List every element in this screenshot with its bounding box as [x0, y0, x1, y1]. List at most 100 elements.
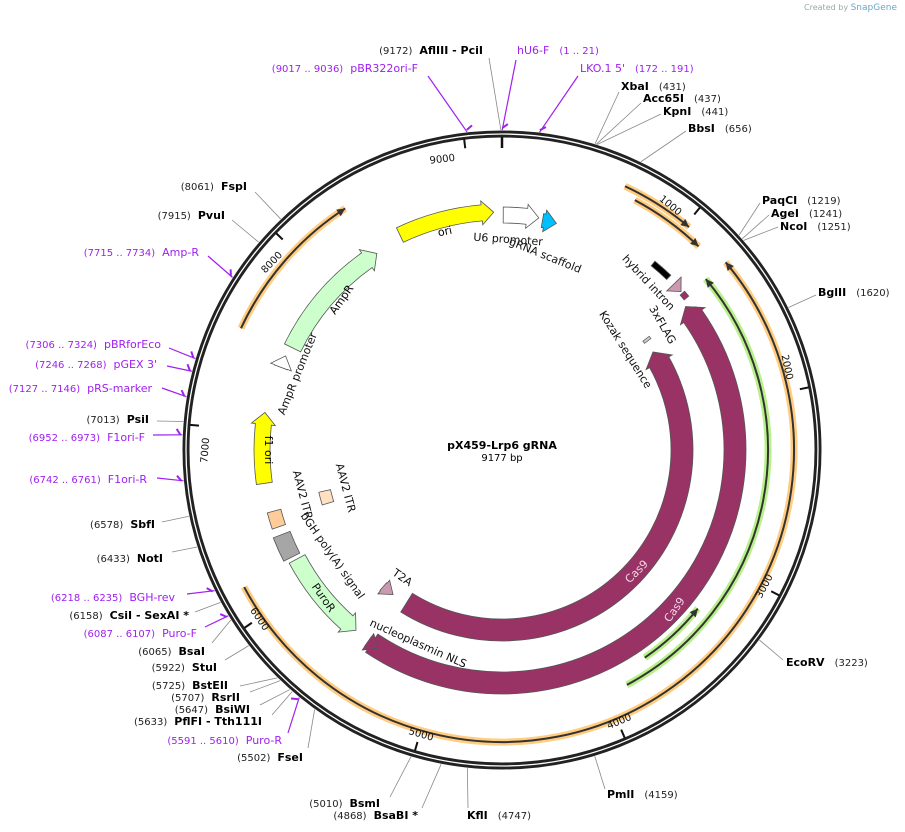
enzyme-site-acc65i[interactable]: Acc65I(437): [596, 92, 721, 145]
site-label[interactable]: (7306 .. 7324)pBRforEco: [26, 338, 162, 351]
site-label[interactable]: (5725)BstEII: [152, 679, 228, 692]
site-label[interactable]: (7246 .. 7268)pGEX 3': [35, 358, 157, 371]
site-label[interactable]: (6065)BsaI: [138, 645, 205, 658]
site-label[interactable]: hU6-F(1 .. 21): [517, 44, 599, 57]
enzyme-site-bsai[interactable]: (6065)BsaI: [138, 619, 232, 658]
enzyme-site-psii[interactable]: (7013)PsiI: [86, 413, 184, 426]
enzyme-site-pmli[interactable]: PmlI(4159): [594, 756, 678, 801]
enzyme-site-bglii[interactable]: BglII(1620): [788, 286, 890, 308]
feature-puror[interactable]: PuroR: [288, 554, 357, 633]
primer-f1ori-f[interactable]: (6952 .. 6973)F1ori-F: [29, 428, 183, 444]
site-label[interactable]: PmlI(4159): [607, 788, 678, 801]
primer-pgex-3[interactable]: (7246 .. 7268)pGEX 3': [35, 358, 192, 372]
site-label[interactable]: NcoI(1251): [780, 220, 851, 233]
site-label[interactable]: (7013)PsiI: [86, 413, 149, 426]
enzyme-site-bsabi[interactable]: (4868)BsaBI *: [333, 763, 442, 822]
feature-arrow[interactable]: [283, 248, 378, 353]
enzyme-site-agei[interactable]: AgeI(1241): [742, 207, 842, 240]
feature-hybrid-intron[interactable]: hybrid intron: [619, 252, 677, 313]
site-label[interactable]: Acc65I(437): [643, 92, 721, 105]
feature-arrow[interactable]: [642, 335, 652, 344]
site-label[interactable]: (9017 .. 9036)pBR322ori-F: [272, 62, 418, 75]
feature-arrow[interactable]: [288, 554, 357, 633]
primer-hu6-f[interactable]: hU6-F(1 .. 21): [501, 44, 599, 131]
site-label[interactable]: EcoRV(3223): [786, 656, 868, 669]
feature-arrow[interactable]: [395, 199, 495, 243]
feature-arrow[interactable]: [377, 579, 394, 595]
feature-cas9-inner[interactable]: Cas9: [400, 351, 694, 642]
site-label[interactable]: BbsI(656): [688, 122, 752, 135]
feature-f1-ori[interactable]: f1 ori: [250, 411, 277, 485]
enzyme-site-rsrii[interactable]: (5707)RsrII: [171, 680, 281, 704]
feature-arrow[interactable]: [540, 209, 557, 233]
primer-amp-r[interactable]: (7715 .. 7734)Amp-R: [84, 246, 233, 278]
site-label[interactable]: (5502)FseI: [237, 751, 303, 764]
primer-lko-1-5[interactable]: LKO.1 5'(172 .. 191): [539, 62, 694, 133]
feature-ori[interactable]: ori: [395, 199, 495, 243]
primer-pbrforeco[interactable]: (7306 .. 7324)pBRforEco: [26, 338, 196, 360]
site-label[interactable]: XbaI(431): [621, 80, 686, 93]
site-label[interactable]: AgeI(1241): [771, 207, 842, 220]
enzyme-site-paqci[interactable]: PaqCI(1219): [738, 194, 841, 236]
enzyme-site-pflfi-tth111i[interactable]: (5633)PflFI - Tth111I: [134, 691, 293, 728]
enzyme-site-kpni[interactable]: KpnI(441): [596, 105, 728, 145]
feature-t2a[interactable]: T2A: [377, 566, 415, 595]
site-label[interactable]: LKO.1 5'(172 .. 191): [580, 62, 694, 75]
enzyme-site-bsiwi[interactable]: (5647)BsiWI: [175, 689, 291, 716]
feature-kozak-sequence[interactable]: Kozak sequence: [596, 309, 654, 391]
primer-prs-marker[interactable]: (7127 .. 7146)pRS-marker: [9, 382, 187, 398]
enzyme-site-bsteii[interactable]: (5725)BstEII: [152, 677, 278, 692]
site-label[interactable]: (6433)NotI: [97, 552, 163, 565]
feature-arrow[interactable]: [365, 306, 747, 695]
primer-pbr322ori-f[interactable]: (9017 .. 9036)pBR322ori-F: [272, 62, 473, 133]
feature-u6-promoter[interactable]: U6 promoter: [473, 203, 544, 248]
feature-arrow[interactable]: [266, 508, 286, 530]
enzyme-site-fsei[interactable]: (5502)FseI: [237, 709, 316, 764]
feature-arrow[interactable]: [679, 290, 690, 301]
site-label[interactable]: (6158)CsiI - SexAI *: [69, 609, 189, 622]
feature-arrow[interactable]: [250, 411, 277, 485]
site-label[interactable]: (4868)BsaBI *: [333, 809, 418, 822]
site-label[interactable]: (5591 .. 5610)Puro-R: [167, 734, 282, 747]
enzyme-site-bbsi[interactable]: BbsI(656): [640, 122, 752, 163]
site-label[interactable]: (7915)PvuI: [158, 209, 225, 222]
site-label[interactable]: (7715 .. 7734)Amp-R: [84, 246, 200, 259]
enzyme-site-fspi[interactable]: (8061)FspI: [181, 180, 281, 220]
enzyme-site-sbfi[interactable]: (6578)SbfI: [90, 515, 190, 531]
site-label[interactable]: (6218 .. 6235)BGH-rev: [51, 591, 176, 604]
site-label[interactable]: (7127 .. 7146)pRS-marker: [9, 382, 153, 395]
enzyme-site-stui[interactable]: (5922)StuI: [152, 645, 249, 674]
primer-f1ori-r[interactable]: (6742 .. 6761)F1ori-R: [29, 473, 184, 486]
enzyme-site-noti[interactable]: (6433)NotI: [97, 546, 198, 565]
feature-arrow[interactable]: [269, 355, 293, 372]
enzyme-site-bsmi[interactable]: (5010)BsmI: [309, 756, 412, 810]
site-label[interactable]: (5922)StuI: [152, 661, 217, 674]
site-label[interactable]: BglII(1620): [818, 286, 890, 299]
site-label[interactable]: (6742 .. 6761)F1ori-R: [29, 473, 147, 486]
enzyme-site-pvui[interactable]: (7915)PvuI: [158, 209, 259, 243]
site-label[interactable]: (6578)SbfI: [90, 518, 155, 531]
primer-puro-f[interactable]: (6087 .. 6107)Puro-F: [84, 613, 229, 640]
enzyme-site-xbai[interactable]: XbaI(431): [594, 80, 686, 144]
enzyme-site-csii-sexai[interactable]: (6158)CsiI - SexAI *: [69, 601, 221, 622]
site-label[interactable]: (9172)AflIII - PciI: [379, 44, 483, 57]
enzyme-site-afliii-pcii[interactable]: (9172)AflIII - PciI: [379, 44, 502, 131]
site-label[interactable]: (8061)FspI: [181, 180, 247, 193]
primer-bgh-rev[interactable]: (6218 .. 6235)BGH-rev: [51, 587, 215, 604]
feature-arrow[interactable]: [665, 276, 682, 293]
feature-aav2-itr-inner[interactable]: AAV2 ITR: [318, 462, 359, 514]
feature-ampr[interactable]: AmpR: [283, 248, 378, 353]
enzyme-site-ecorv[interactable]: EcoRV(3223): [759, 639, 868, 669]
enzyme-site-kfli[interactable]: KflI(4747): [466, 768, 531, 822]
enzyme-site-ncoi[interactable]: NcoI(1251): [743, 220, 851, 241]
site-label[interactable]: (6952 .. 6973)F1ori-F: [29, 431, 145, 444]
site-label[interactable]: (5010)BsmI: [309, 797, 380, 810]
site-label[interactable]: (5707)RsrII: [171, 691, 240, 704]
feature-arrow[interactable]: [502, 203, 540, 230]
feature-arrow[interactable]: [272, 530, 301, 562]
feature-arrow[interactable]: [650, 260, 672, 281]
feature-arrow[interactable]: [400, 351, 694, 642]
primer-puro-r[interactable]: (5591 .. 5610)Puro-R: [167, 697, 300, 747]
site-label[interactable]: PaqCI(1219): [762, 194, 841, 207]
site-label[interactable]: (6087 .. 6107)Puro-F: [84, 627, 197, 640]
